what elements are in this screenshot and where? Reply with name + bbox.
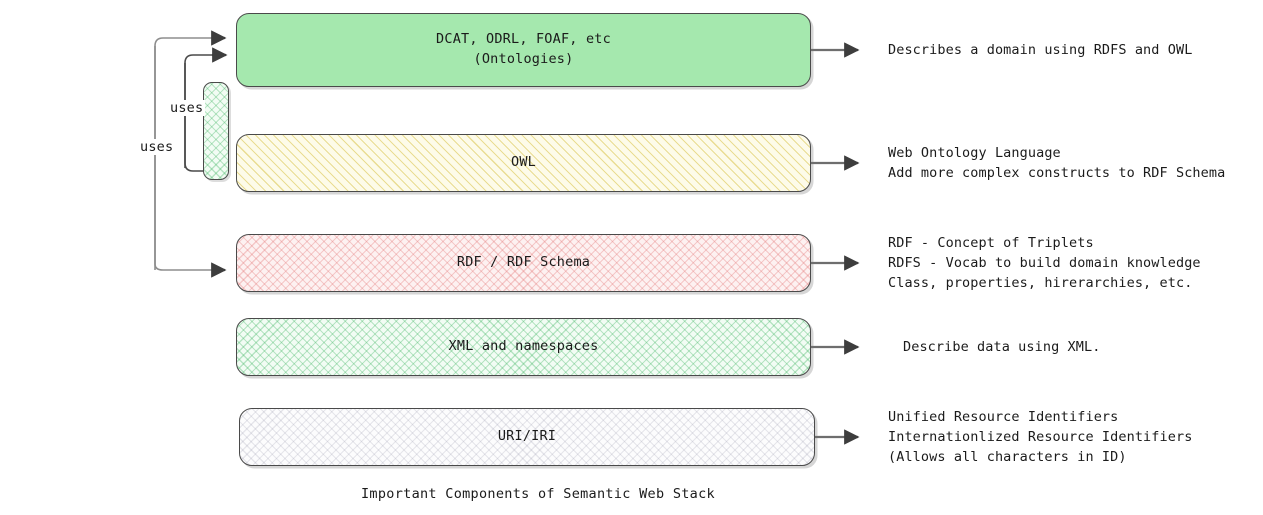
note-xml: Describe data using XML.	[903, 339, 1101, 355]
edge-label-uses-inner: uses	[168, 100, 206, 116]
note-owl: Web Ontology Language Add more complex c…	[888, 145, 1226, 181]
edge-label-uses-outer: uses	[138, 139, 176, 155]
note-uri: Unified Resource Identifiers Internation…	[888, 409, 1193, 465]
note-rdf: RDF - Concept of Triplets RDFS - Vocab t…	[888, 235, 1201, 291]
layer-box-owl[interactable]: OWL	[236, 134, 811, 192]
diagram-caption: Important Components of Semantic Web Sta…	[361, 486, 715, 502]
edge-uses-outer	[154, 30, 227, 278]
layer-box-rdf[interactable]: RDF / RDF Schema	[236, 234, 811, 292]
edge-uses-inner	[184, 47, 228, 179]
layer-box-uri[interactable]: URI/IRI	[239, 408, 815, 466]
connector-column-box	[203, 82, 229, 180]
note-ontologies: Describes a domain using RDFS and OWL	[888, 42, 1193, 58]
layer-box-ontologies[interactable]: DCAT, ODRL, FOAF, etc (Ontologies)	[236, 13, 811, 87]
note-arrows	[811, 42, 860, 445]
layer-box-xml[interactable]: XML and namespaces	[236, 318, 811, 376]
